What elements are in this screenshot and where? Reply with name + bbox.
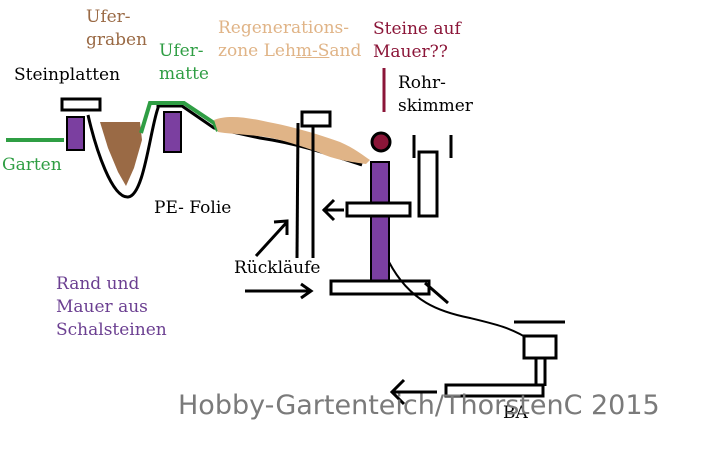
- pipe-skimmer: [417, 150, 439, 218]
- label-regeneration-line2: zone Lehm-Sand: [218, 40, 361, 63]
- label-regeneration-line1: Regenerations-: [218, 18, 349, 38]
- shore-mat: [139, 101, 220, 134]
- label-steine-auf-mauer: Steine auf Mauer??: [373, 19, 461, 62]
- shore-trench-fill: [100, 122, 142, 186]
- label-steinplatten: Steinplatten: [14, 65, 121, 85]
- arrow-into-wall: [321, 198, 344, 222]
- label-rand-und-mauer: Rand und Mauer aus Schalsteinen: [56, 274, 167, 340]
- stone-on-wall: [370, 131, 392, 153]
- label-regeneration-part-c: and: [329, 41, 362, 61]
- label-ufermatte: Ufer- matte: [159, 41, 209, 84]
- regeneration-zone-sand: [214, 116, 370, 164]
- arrow-into-base: [245, 282, 314, 300]
- ba-box: [522, 334, 558, 360]
- label-regeneration-part-a: zone Leh: [218, 41, 296, 61]
- return-pipe-left: [295, 122, 300, 259]
- label-garten: Garten: [2, 155, 62, 175]
- central-wall: [370, 161, 390, 293]
- base-pipe: [329, 279, 431, 296]
- label-ufergraben: Ufer- graben: [86, 7, 148, 50]
- ba-horizontal-pipe: [444, 383, 545, 398]
- pond-bottom-line: [388, 261, 531, 341]
- label-regeneration-zone: Regenerations- zone Lehm-Sand: [218, 17, 361, 63]
- left-wall-block: [66, 116, 85, 151]
- watermark: Hobby-Gartenteich/ThorstenC 2015: [178, 390, 660, 421]
- wall-crossbar: [345, 201, 412, 218]
- stone-plate: [60, 97, 102, 112]
- label-ruecklaeufe: Rückläufe: [234, 258, 321, 278]
- base-pipe-diagonal: [424, 281, 449, 305]
- label-pe-folie: PE- Folie: [154, 198, 232, 218]
- arrow-diagonal-return: [254, 219, 289, 258]
- arrow-out-of-ba: [389, 378, 437, 406]
- label-regeneration-part-b: m-S: [295, 41, 330, 61]
- label-rohrskimmer: Rohr- skimmer: [398, 73, 473, 116]
- label-ba: BA: [503, 403, 528, 423]
- middle-wall-block: [163, 111, 182, 153]
- return-pipe-top-cap: [300, 110, 332, 128]
